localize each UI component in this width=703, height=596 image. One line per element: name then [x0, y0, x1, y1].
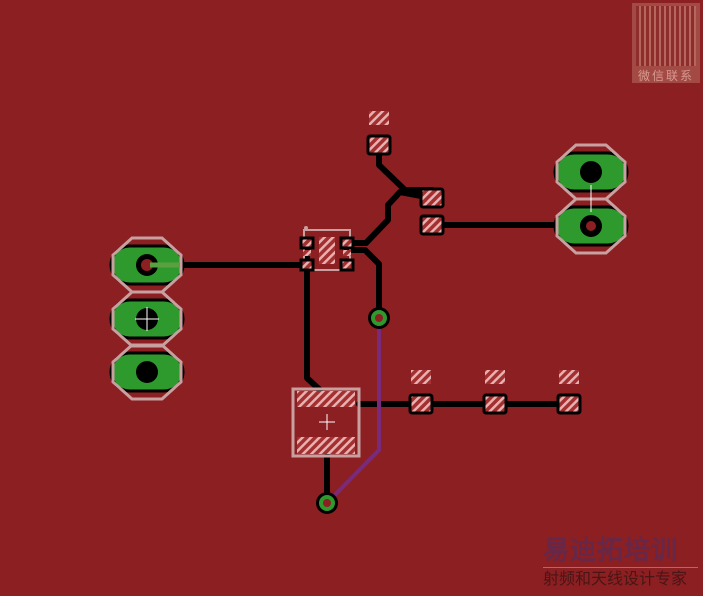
via[interactable] [368, 307, 390, 329]
silk-mark [369, 111, 389, 125]
traces [144, 142, 594, 506]
silk-mark [485, 370, 505, 384]
through-hole-pad[interactable] [553, 143, 629, 201]
via[interactable] [316, 492, 338, 514]
component-pad[interactable] [297, 391, 355, 407]
logo-title: 易迪拓培训 [543, 536, 679, 566]
ic-pin[interactable] [303, 250, 311, 256]
silk-mark [559, 370, 579, 384]
pin1-marker [304, 226, 308, 230]
smd-pads[interactable] [366, 111, 582, 415]
smd-pad[interactable] [366, 134, 392, 156]
connector-right[interactable] [553, 143, 629, 255]
trace [344, 189, 435, 246]
ic-pin[interactable] [343, 250, 351, 256]
through-hole-pad[interactable] [553, 197, 629, 255]
component-outline [291, 387, 361, 458]
trace [304, 242, 323, 393]
ic-pin[interactable] [299, 236, 315, 250]
bottom-layer-trace [325, 318, 381, 505]
smd-pad[interactable] [419, 214, 445, 236]
smd-pad[interactable] [419, 187, 445, 209]
component-pad[interactable] [297, 437, 355, 454]
through-hole-pad[interactable] [109, 343, 185, 401]
qr-code-icon [636, 6, 696, 66]
logo-divider [543, 567, 698, 568]
smd-pad[interactable] [408, 393, 434, 415]
ic-pin[interactable] [339, 258, 355, 272]
silk-mark [411, 370, 431, 384]
qr-code-watermark: 微信联系 [632, 3, 700, 83]
through-hole-pad[interactable] [109, 290, 185, 348]
smd-pad[interactable] [482, 393, 508, 415]
ic-component[interactable] [299, 226, 355, 272]
two-pad-component[interactable] [291, 387, 361, 458]
smd-pad[interactable] [556, 393, 582, 415]
ic-pin[interactable] [339, 236, 355, 250]
ic-pin[interactable] [299, 258, 315, 272]
logo-subtitle: 射频和天线设计专家 [543, 569, 688, 588]
trace [344, 247, 382, 321]
connector-left[interactable] [109, 236, 185, 401]
brand-logo: 易迪拓培训 射频和天线设计专家 [543, 536, 698, 589]
qr-caption: 微信联系 [637, 69, 694, 83]
ic-body [319, 237, 335, 264]
